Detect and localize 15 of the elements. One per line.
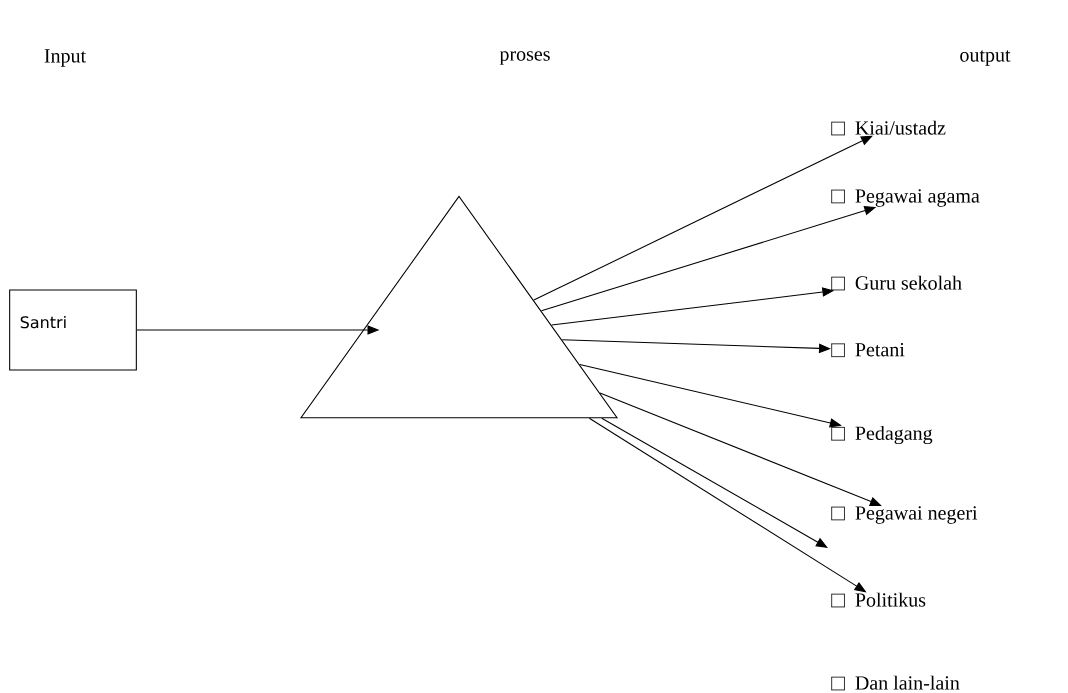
checklist-item: Pedagang xyxy=(830,425,933,445)
checklist-item: Pegawai negeri xyxy=(830,506,978,524)
process-box: Santri xyxy=(9,289,137,371)
arrow xyxy=(533,135,873,301)
column-heading: output xyxy=(960,50,1011,66)
checklist-item: Petani xyxy=(830,343,905,358)
column-heading: Input xyxy=(44,49,86,67)
checklist-item: Guru sekolah xyxy=(830,275,962,291)
checklist-item: Politikus xyxy=(830,592,926,608)
checklist-item: Pegawai agama xyxy=(830,189,980,207)
arrow xyxy=(601,417,828,548)
column-heading: proses xyxy=(499,51,550,65)
checklist-item: Kiai/ustadz xyxy=(830,120,946,136)
arrow xyxy=(599,392,882,506)
checklist-item: Dan lain-lain xyxy=(830,675,960,691)
